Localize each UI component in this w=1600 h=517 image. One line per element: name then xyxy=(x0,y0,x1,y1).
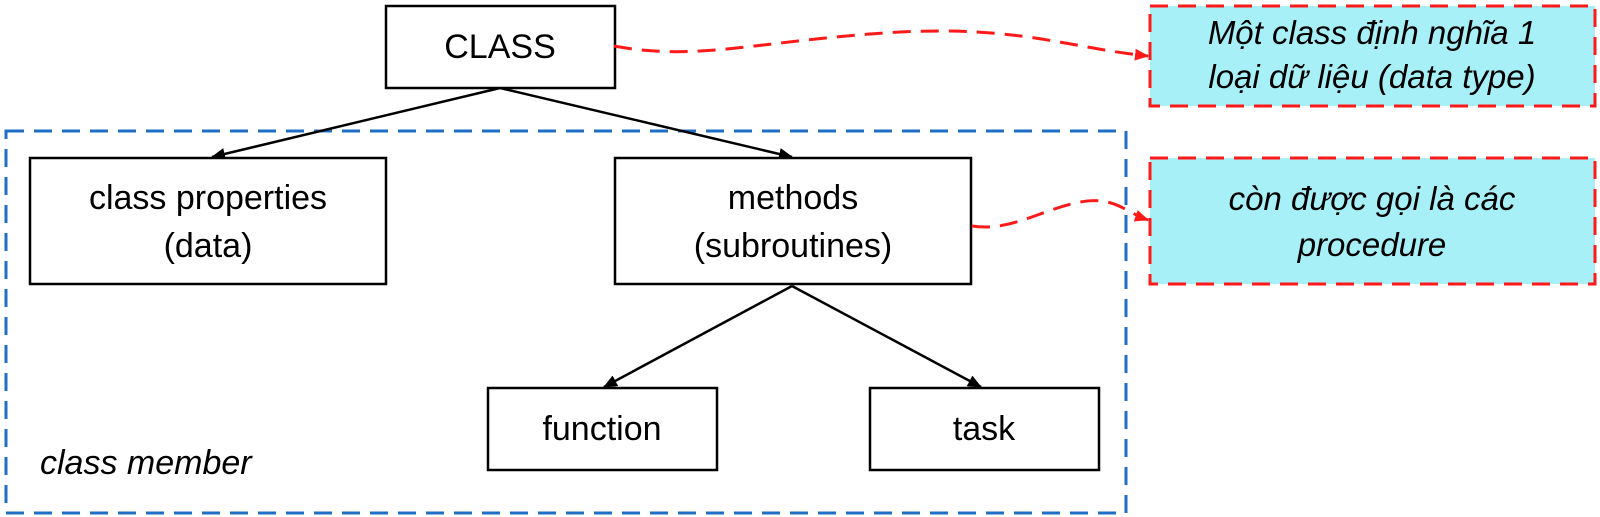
class-member-label: class member xyxy=(40,444,253,482)
function-label: function xyxy=(542,410,661,448)
methods-node: methods (subroutines) xyxy=(613,156,973,286)
class-node-label: CLASS xyxy=(444,28,556,66)
task-node: task xyxy=(868,386,1101,472)
edge-methods-to-task xyxy=(791,284,982,389)
methods-note: còn được gọi là các procedure xyxy=(1148,156,1597,286)
methods-note-connector xyxy=(971,199,1149,229)
class-properties-node: class properties (data) xyxy=(28,156,388,286)
edge-class-to-methods xyxy=(499,86,793,160)
methods-note-line1: còn được gọi là các xyxy=(1229,180,1516,217)
class-node: CLASS xyxy=(384,4,617,90)
class-member-group xyxy=(4,129,1128,515)
class-note-line2: loại dữ liệu (data type) xyxy=(1208,58,1535,95)
class-properties-label-line1: class properties xyxy=(89,179,327,217)
methods-label-line1: methods xyxy=(728,179,858,217)
class-properties-label-line2: (data) xyxy=(164,227,253,265)
methods-note-line2: procedure xyxy=(1297,226,1447,263)
class-note: Một class định nghĩa 1 loại dữ liệu (dat… xyxy=(1148,4,1597,108)
task-label: task xyxy=(953,410,1016,448)
class-note-connector xyxy=(613,29,1149,61)
edge-class-to-properties xyxy=(211,86,501,160)
function-node: function xyxy=(486,386,719,472)
class-note-line1: Một class định nghĩa 1 xyxy=(1208,14,1536,51)
methods-label-line2: (subroutines) xyxy=(694,227,892,265)
edge-methods-to-function xyxy=(603,284,793,389)
